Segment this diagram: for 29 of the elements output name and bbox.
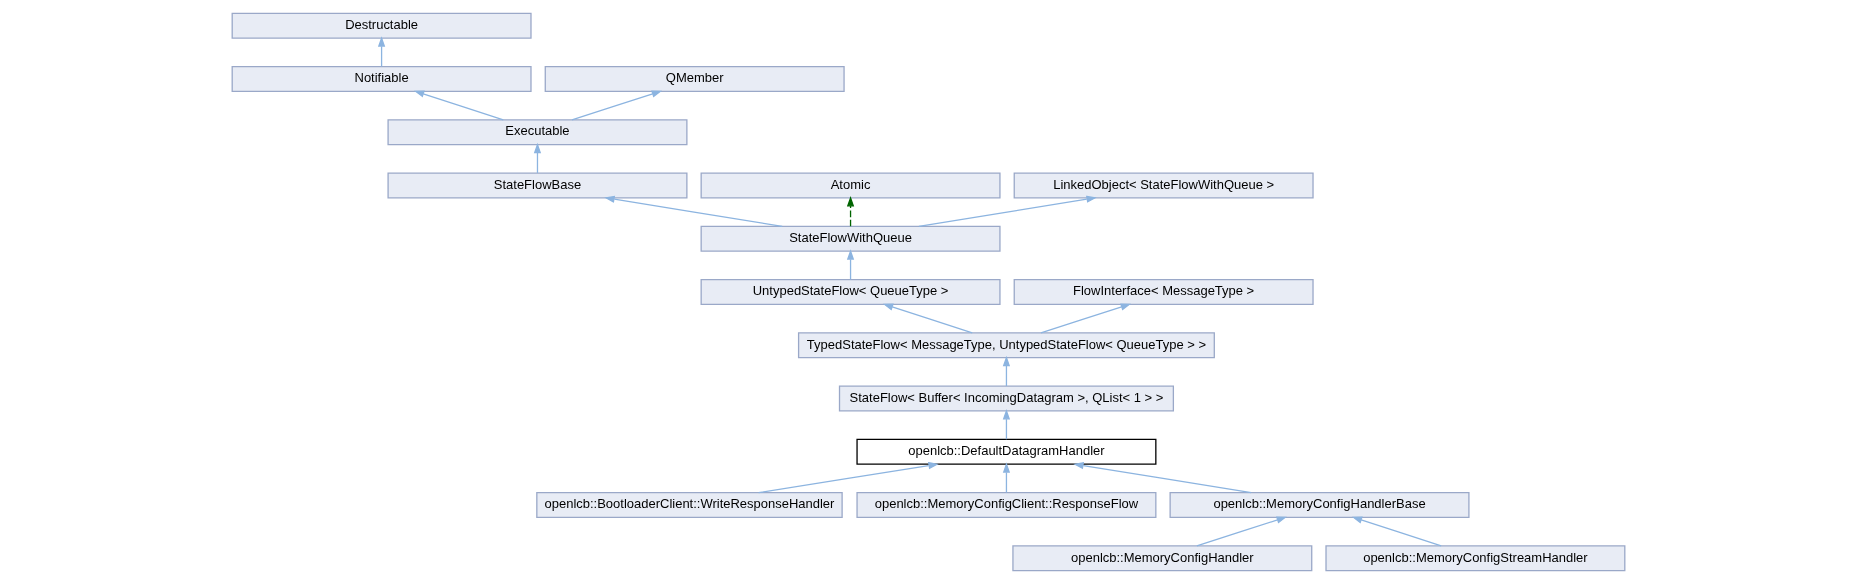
arrow: [1002, 355, 1011, 387]
arrow: [758, 461, 939, 494]
node-box: Notifiable: [231, 65, 532, 92]
node-box: openlcb::BootloaderClient::WriteResponseHandler: [536, 492, 843, 519]
node-box: Atomic: [700, 172, 1001, 199]
node-box: Destructable: [231, 12, 532, 39]
arrow: [604, 195, 783, 228]
arrow: [1073, 461, 1252, 494]
arrow: [377, 36, 386, 68]
node-box: Executable: [387, 119, 688, 146]
node-box: TypedStateFlow< MessageType, UntypedStateFlow< QueueType > >: [797, 332, 1215, 359]
node-box: StateFlow< Buffer< IncomingDatagram >, QList< 1 > >: [838, 385, 1175, 412]
node-box: FlowInterface< MessageType >: [1013, 279, 1314, 305]
arrow: [846, 249, 855, 281]
arrow: [846, 196, 855, 227]
node-box: openlcb::DefaultDatagramHandler: [856, 438, 1157, 465]
node-box: LinkedObject< StateFlowWithQueue >: [1013, 172, 1314, 199]
arrow: [1002, 462, 1011, 494]
node-box: openlcb::MemoryConfigStreamHandler: [1325, 545, 1626, 572]
arrow: [918, 195, 1097, 228]
arrow: [533, 142, 542, 174]
node-box: StateFlowWithQueue: [700, 225, 1001, 252]
node-box: openlcb::MemoryConfigClient::ResponseFlow: [856, 492, 1157, 519]
node-box: StateFlowBase: [387, 172, 688, 199]
node-box: openlcb::MemoryConfigHandler: [1012, 545, 1313, 572]
node-box: QMember: [544, 65, 845, 92]
node-box: openlcb::MemoryConfigHandlerBase: [1169, 492, 1470, 519]
arrow: [1002, 409, 1011, 440]
node-box: UntypedStateFlow< QueueType >: [700, 279, 1001, 305]
